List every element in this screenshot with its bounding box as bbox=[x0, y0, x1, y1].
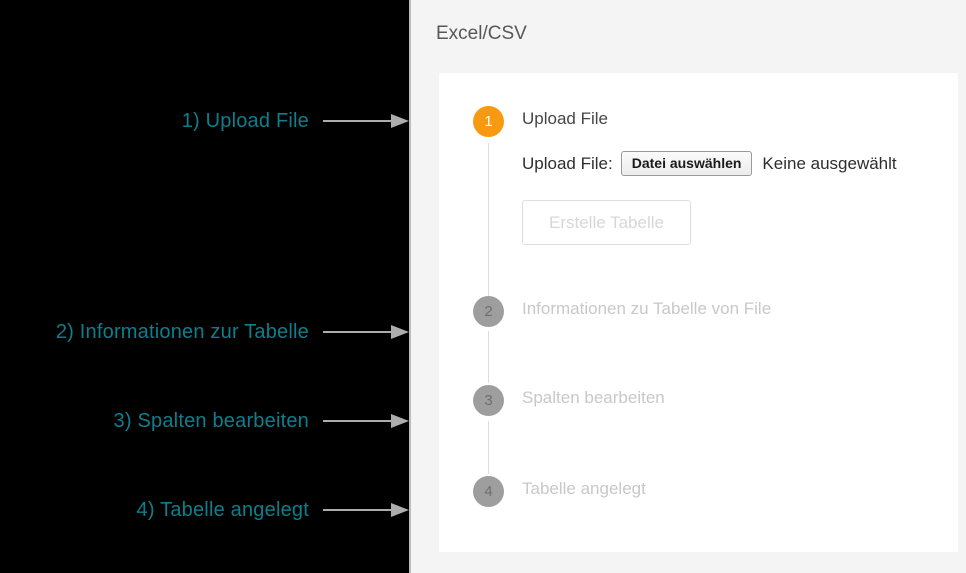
step-content-2: Informationen zu Tabelle von File bbox=[522, 296, 948, 317]
step-title-2: Informationen zu Tabelle von File bbox=[522, 299, 772, 318]
step-number-badge-2: 2 bbox=[473, 296, 504, 327]
step-item-2[interactable]: 2 Informationen zu Tabelle von File bbox=[473, 296, 948, 327]
step-connector-1-2 bbox=[488, 143, 489, 300]
annotation-item-4: 4) Tabelle angelegt bbox=[137, 500, 409, 520]
step-number-badge-4: 4 bbox=[473, 476, 504, 507]
annotation-item-2: 2) Informationen zur Tabelle bbox=[56, 322, 409, 342]
step-item-1[interactable]: 1 Upload File Upload File: Datei auswähl… bbox=[473, 106, 948, 245]
arrow-right-icon bbox=[323, 414, 409, 428]
step-content-4: Tabelle angelegt bbox=[522, 476, 948, 497]
step-content-3: Spalten bearbeiten bbox=[522, 385, 948, 406]
arrow-right-icon bbox=[323, 325, 409, 339]
annotation-panel: 1) Upload File 2) Informationen zur Tabe… bbox=[0, 0, 409, 573]
step-title-4: Tabelle angelegt bbox=[522, 479, 646, 498]
annotation-label-3: 3) Spalten bearbeiten bbox=[113, 410, 309, 432]
annotation-label-4: 4) Tabelle angelegt bbox=[136, 499, 309, 521]
step-item-4[interactable]: 4 Tabelle angelegt bbox=[473, 476, 948, 507]
upload-file-row: Upload File: Datei auswählen Keine ausge… bbox=[522, 151, 948, 176]
step-item-3[interactable]: 3 Spalten bearbeiten bbox=[473, 385, 948, 416]
step-number-badge-1: 1 bbox=[473, 106, 504, 137]
choose-file-button[interactable]: Datei auswählen bbox=[620, 151, 753, 176]
step-content-1: Upload File Upload File: Datei auswählen… bbox=[522, 106, 948, 245]
annotation-item-3: 3) Spalten bearbeiten bbox=[114, 411, 409, 431]
step-number-badge-3: 3 bbox=[473, 385, 504, 416]
step-connector-2-3 bbox=[488, 331, 489, 383]
create-table-button[interactable]: Erstelle Tabelle bbox=[522, 200, 691, 245]
step-connector-3-4 bbox=[488, 421, 489, 474]
wizard-card: 1 Upload File Upload File: Datei auswähl… bbox=[439, 73, 958, 552]
annotation-label-1: 1) Upload File bbox=[181, 110, 309, 132]
page-title: Excel/CSV bbox=[436, 23, 527, 44]
upload-file-label: Upload File: bbox=[522, 153, 613, 173]
arrow-right-icon bbox=[323, 114, 409, 128]
stepper: 1 Upload File Upload File: Datei auswähl… bbox=[439, 73, 958, 552]
step-title-3: Spalten bearbeiten bbox=[522, 388, 665, 407]
file-selection-status: Keine ausgewählt bbox=[762, 153, 897, 173]
annotation-label-2: 2) Informationen zur Tabelle bbox=[55, 321, 309, 343]
annotation-item-1: 1) Upload File bbox=[182, 111, 409, 131]
arrow-right-icon bbox=[323, 503, 409, 517]
app-panel: Excel/CSV 1 Upload File Upload File: Dat… bbox=[409, 0, 966, 573]
step-title-1: Upload File bbox=[522, 109, 608, 128]
